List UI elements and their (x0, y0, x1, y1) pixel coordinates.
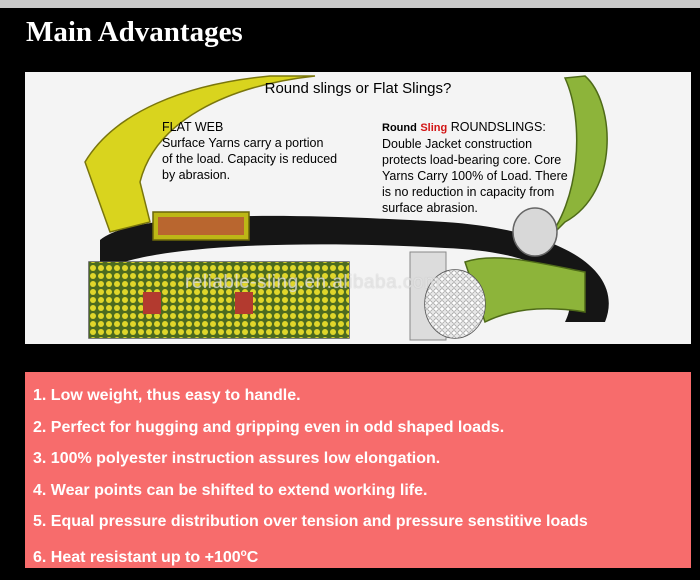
page-title: Main Advantages (26, 16, 243, 48)
top-strip (0, 0, 700, 8)
advantage-item-heat: 6. Heat resistant up to +100oC (33, 538, 691, 570)
flat-web-yarns (89, 262, 349, 338)
green-roundsling-bottom (464, 257, 586, 324)
sling-comparison-illustration: Round slings or Flat Slings? FLAT WEB Su… (25, 72, 691, 344)
watermark: reliable-sling.en.alibaba.com (185, 272, 441, 293)
roundslings-heading: ROUNDSLINGS: (450, 120, 546, 134)
brand-round: Round (382, 122, 417, 134)
flat-web-core (158, 217, 244, 235)
celsius-unit: C (246, 548, 259, 566)
black-sling-loop (100, 215, 609, 322)
yellow-flat-web (84, 75, 316, 233)
advantage-item: 3. 100% polyester instruction assures lo… (33, 450, 441, 467)
advantage-item: 2. Perfect for hugging and gripping even… (33, 418, 505, 436)
roundslings-line: Double Jacket construction (382, 137, 533, 151)
core-yarns (425, 270, 485, 338)
advantage-item: 1. Low weight, thus easy to handle. (33, 387, 301, 404)
heat-text: 6. Heat resistant up to +100 (33, 548, 241, 566)
roundsling-core-top (512, 207, 558, 257)
roundslings-line: protects load-bearing core. Core (382, 153, 562, 167)
roundslings-line: is no reduction in capacity from (382, 185, 555, 199)
flat-web-description: FLAT WEB Surface Yarns carry a portion o… (162, 119, 362, 183)
roundslings-line: surface abrasion. (382, 201, 478, 215)
flat-web-heading: FLAT WEB (162, 120, 224, 134)
degree-sign: o (240, 547, 247, 559)
advantages-panel: 1. Low weight, thus easy to handle. 2. P… (25, 372, 691, 568)
roundslings-description: Round Sling ROUNDSLINGS: Double Jacket c… (382, 119, 582, 216)
flat-web-line: by abrasion. (162, 168, 231, 182)
flat-web-line: of the load. Capacity is reduced (162, 152, 338, 166)
advantage-item: 4. Wear points can be shifted to extend … (33, 481, 428, 499)
yarn-bundle-red-1 (143, 292, 161, 314)
flat-web-line: Surface Yarns carry a portion (162, 136, 324, 150)
advantage-item: 5. Equal pressure distribution over tens… (33, 513, 588, 530)
yarn-bundle-red-2 (235, 292, 253, 314)
brand-sling: Sling (420, 122, 448, 134)
illustration-title: Round slings or Flat Slings? (264, 80, 452, 97)
sling-drawing (84, 75, 609, 341)
roundslings-line: Yarns Carry 100% of Load. There (382, 169, 568, 183)
roundslings-heading-row: Round Sling ROUNDSLINGS: (382, 119, 582, 136)
advantages-list: 1. Low weight, thus easy to handle. 2. P… (25, 372, 691, 569)
